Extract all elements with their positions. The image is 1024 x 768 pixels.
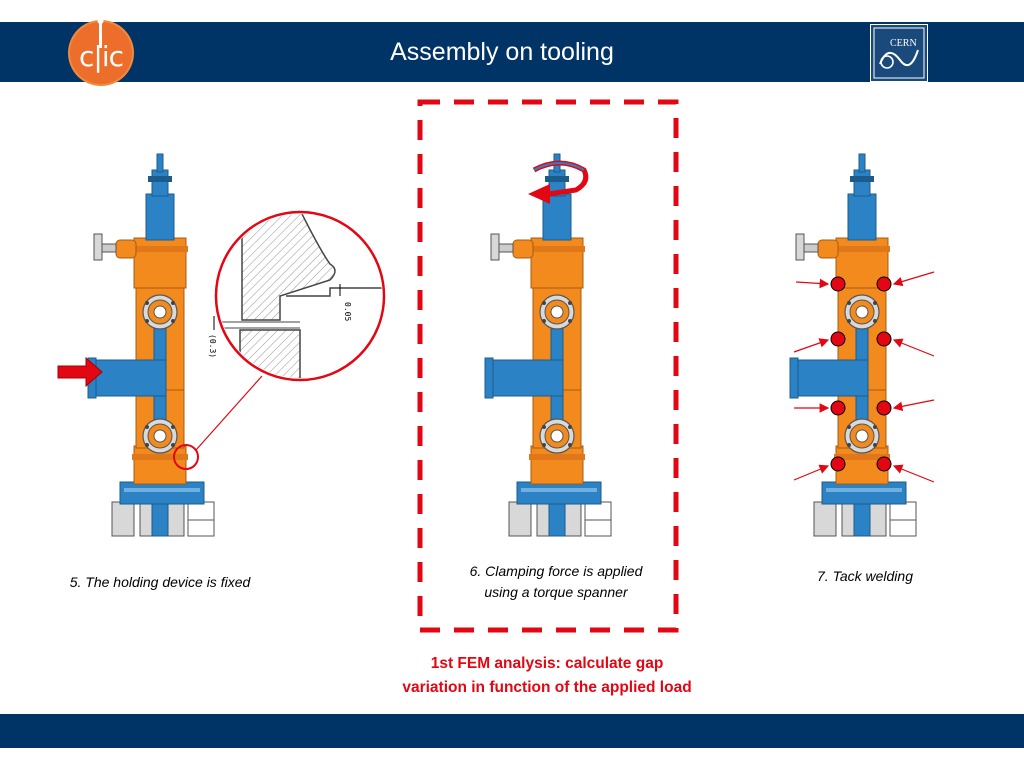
cern-logo: CERN — [870, 24, 928, 82]
weld-points — [830, 276, 892, 472]
fem-note: 1st FEM analysis: calculate gap variatio… — [352, 652, 742, 700]
header-bar — [0, 22, 1024, 82]
caption-step-5: 5. The holding device is fixed — [69, 574, 251, 590]
assembly-figure: 0.05 (0.3) — [57, 99, 935, 633]
detail-magnifier — [213, 210, 386, 382]
detail-marker — [173, 444, 199, 470]
assembly-step-5 — [88, 154, 214, 536]
footer-bar — [0, 714, 1024, 748]
caption-step-6-line2: using a torque spanner — [484, 584, 628, 600]
torque-arrow-icon — [528, 160, 589, 204]
assembly-step-6 — [485, 154, 611, 536]
slide-title: Assembly on tooling — [390, 38, 614, 66]
caption-step-6-line1: 6. Clamping force is applied — [469, 563, 643, 579]
weld-arrows — [793, 271, 935, 483]
push-arrow — [57, 356, 103, 388]
clic-logo: c|ic — [68, 18, 134, 86]
highlight-frame — [417, 99, 679, 633]
svg-text:CERN: CERN — [890, 38, 917, 49]
fem-note-line2: variation in function of the applied loa… — [402, 679, 692, 696]
caption-step-7: 7. Tack welding — [817, 568, 913, 584]
fem-note-line1: 1st FEM analysis: calculate gap — [430, 655, 664, 672]
caption-step-6: 6. Clamping force is applied using a tor… — [436, 561, 676, 603]
dimension-upper: 0.05 — [343, 302, 352, 321]
dimension-lower: (0.3) — [208, 334, 217, 358]
assembly-step-7 — [790, 154, 916, 536]
